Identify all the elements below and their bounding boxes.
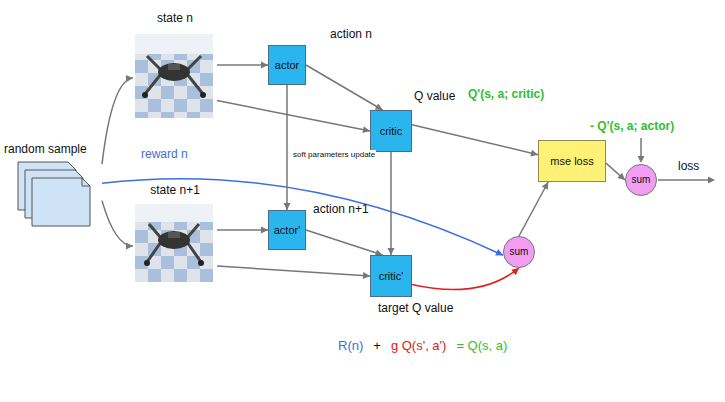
connector-line	[390, 152, 392, 255]
connector-line	[306, 230, 383, 255]
arrow-head	[261, 61, 268, 68]
network-box: actor'	[268, 210, 306, 250]
arrow-head	[363, 272, 370, 279]
state-image: state n	[133, 12, 217, 120]
node-text: sum	[632, 174, 651, 186]
document-stack-icon	[18, 162, 90, 226]
robot-image	[135, 34, 213, 118]
connector	[217, 101, 370, 134]
connector-line	[606, 163, 625, 180]
connector	[412, 125, 538, 157]
node-text: state n	[133, 12, 217, 26]
connector-line	[102, 201, 133, 246]
node-text: critic'	[379, 270, 404, 283]
output-label: loss	[678, 160, 699, 174]
arrow-head	[261, 227, 268, 234]
arrow-head	[126, 75, 133, 82]
connector	[606, 163, 625, 180]
arrow-head	[530, 150, 538, 157]
formula-row: R(n) + g Q(s', a') = Q(s, a)	[338, 338, 507, 353]
edge-label: reward n	[140, 148, 189, 162]
signal-label: action n+1	[313, 203, 369, 217]
connector	[102, 201, 133, 250]
equation-term: - Q'(s, a; actor)	[590, 120, 674, 134]
connector-line	[217, 101, 370, 131]
loss-output-arrow	[658, 177, 715, 184]
equation-operator: +	[373, 338, 381, 353]
connector	[102, 179, 503, 256]
node-text: mse loss	[550, 155, 593, 168]
connector-line	[102, 78, 133, 164]
connector	[412, 268, 519, 290]
loss-box: mse loss	[538, 140, 606, 182]
connector-line	[286, 85, 288, 210]
connector	[217, 61, 268, 68]
connector	[217, 227, 268, 234]
arrow-head	[511, 268, 519, 275]
arrow-head	[284, 203, 291, 210]
arrow-head	[617, 173, 625, 180]
connector-line	[519, 182, 548, 236]
node-text: critic	[380, 125, 403, 138]
connector	[306, 230, 383, 256]
robot-image	[135, 204, 213, 282]
connector	[306, 65, 383, 110]
edge-label: soft parameters update	[292, 150, 376, 159]
connector	[284, 85, 291, 210]
connector-line	[217, 229, 268, 231]
sum-circle: sum	[625, 164, 657, 196]
node-text: actor'	[274, 224, 301, 237]
network-box: actor	[268, 45, 306, 85]
connector-line	[217, 266, 370, 276]
connector-line	[306, 65, 383, 110]
node-text: actor	[275, 59, 299, 72]
arrow-head	[542, 182, 548, 190]
equation-term: R(n)	[338, 338, 363, 353]
connector	[388, 152, 395, 255]
arrow-head	[126, 243, 133, 250]
network-box: critic	[370, 110, 412, 152]
equation-term: = Q(s, a)	[456, 338, 507, 353]
arrow-head	[375, 103, 383, 110]
signal-label: Q value	[414, 90, 455, 104]
actor-loss-arrow	[638, 138, 645, 163]
arrow-head	[495, 249, 503, 255]
arrow-head	[388, 248, 395, 255]
connector	[519, 182, 548, 236]
connector-line	[217, 64, 268, 66]
sample-source: random sample	[4, 143, 102, 239]
network-box: critic'	[370, 255, 412, 297]
signal-label: target Q value	[378, 302, 453, 316]
connector-line	[412, 268, 519, 290]
sum-circle: sum	[503, 236, 535, 268]
connector-line	[412, 125, 538, 155]
node-text: state n+1	[133, 184, 217, 198]
connector	[217, 266, 370, 279]
connector-line	[102, 179, 503, 255]
equation-term: Q'(s, a; critic)	[468, 88, 544, 102]
connector	[102, 75, 133, 164]
arrow-head	[362, 126, 370, 133]
node-text: sum	[510, 246, 529, 258]
signal-label: action n	[330, 28, 372, 42]
state-image: state n+1	[133, 184, 217, 284]
node-text: random sample	[4, 143, 102, 157]
equation-term: g Q(s', a')	[391, 338, 447, 353]
